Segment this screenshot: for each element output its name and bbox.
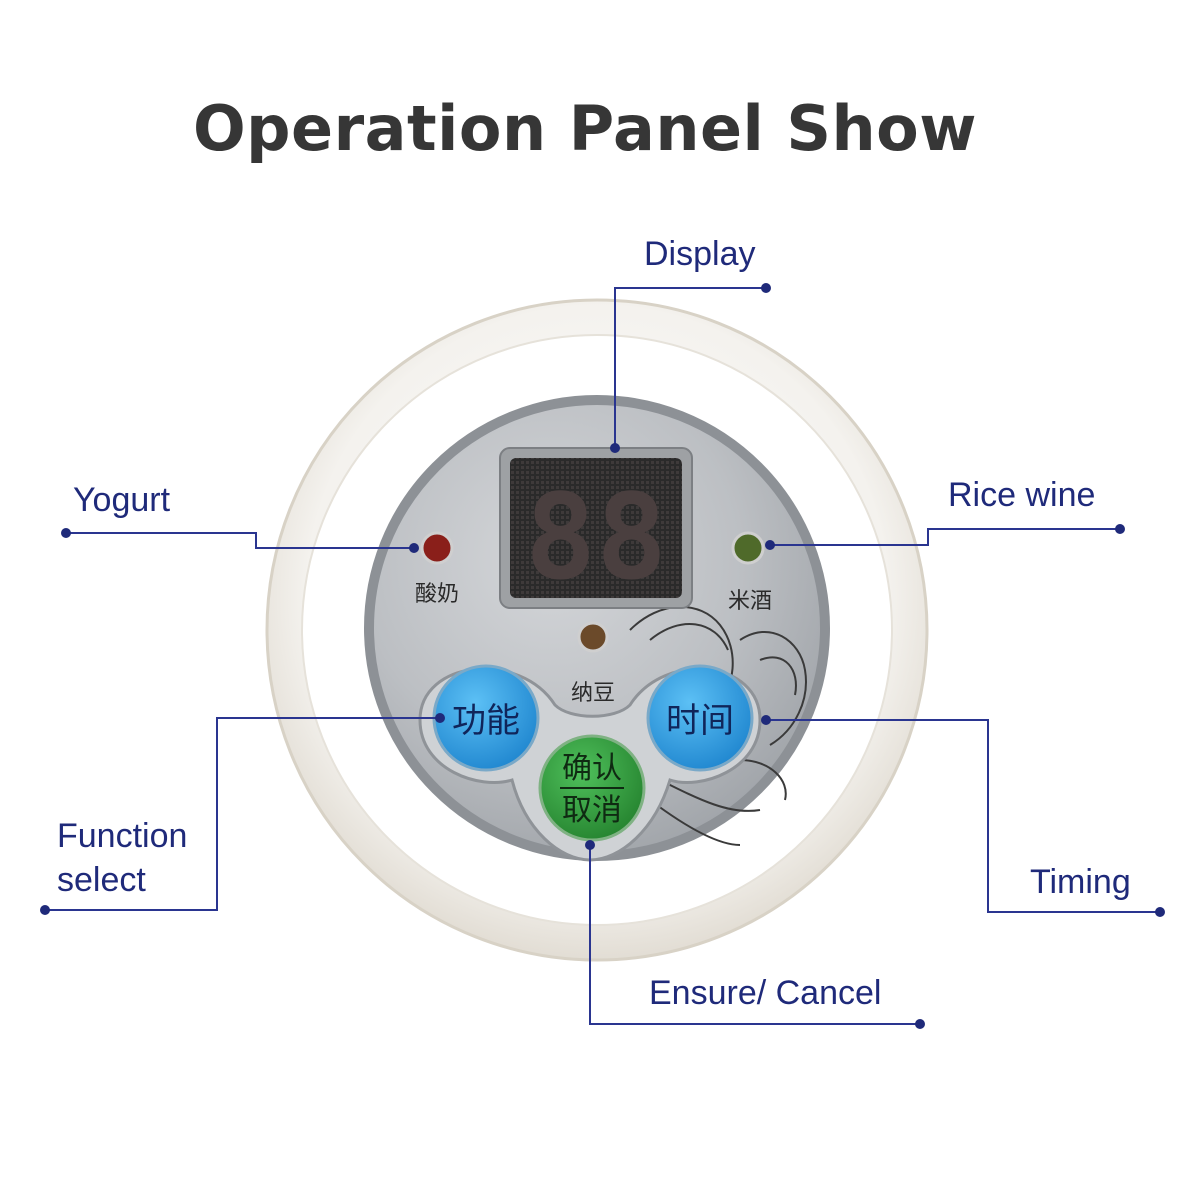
ensure-cancel-dot-outer [915,1019,925,1029]
yogurt-leader-line [66,532,414,549]
callout-yogurt: Yogurt [73,481,171,519]
yogurt-indicator-label: 酸奶 [415,582,459,607]
function-button-label: 功能 [452,701,520,741]
callout-function-select-line1: Function [57,817,188,855]
timing-dot-outer [1155,907,1165,917]
confirm-cancel-button[interactable]: 确认 取消 [538,734,646,842]
function-select-dot-outer [40,905,50,915]
callout-ensure-cancel: Ensure/ Cancel [649,974,882,1012]
display-screen [510,458,682,598]
display-dot-inner [610,443,620,453]
rice-wine-indicator-led [731,531,765,565]
callout-function-select-line2: select [57,861,146,899]
natto-indicator-label: 纳豆 [571,681,615,706]
callout-function-select: Function select [57,814,187,902]
leader-lines [45,287,1160,1025]
yogurt-dot-inner [409,543,419,553]
rice-wine-indicator-label: 米酒 [728,589,772,614]
callout-timing: Timing [1030,863,1131,901]
timing-leader-line [766,719,1160,913]
rice-wine-dot-inner [765,540,775,550]
time-button[interactable]: 时间 [646,664,754,772]
ensure-cancel-leader-line [589,845,920,1025]
ensure-cancel-dot-inner [585,840,595,850]
confirm-button-label-bottom: 取消 [562,793,622,828]
yogurt-dot-outer [61,528,71,538]
display-readout: 88 [525,468,667,606]
function-select-leader-line [45,717,440,911]
display-dot-outer [761,283,771,293]
callout-display: Display [644,235,756,273]
rice-wine-dot-outer [1115,524,1125,534]
timing-dot-inner [761,715,771,725]
confirm-button-label-top: 确认 [562,751,622,786]
page-title: Operation Panel Show [192,92,978,165]
function-select-dot-inner [435,713,445,723]
time-button-label: 时间 [666,701,734,741]
rice-wine-leader-line [770,528,1120,546]
leader-dots [40,283,1165,1029]
yogurt-indicator-led [420,531,454,565]
natto-indicator-led [577,621,609,653]
display-leader-line [614,287,766,448]
callout-rice-wine: Rice wine [948,476,1096,514]
function-button[interactable]: 功能 [432,664,540,772]
